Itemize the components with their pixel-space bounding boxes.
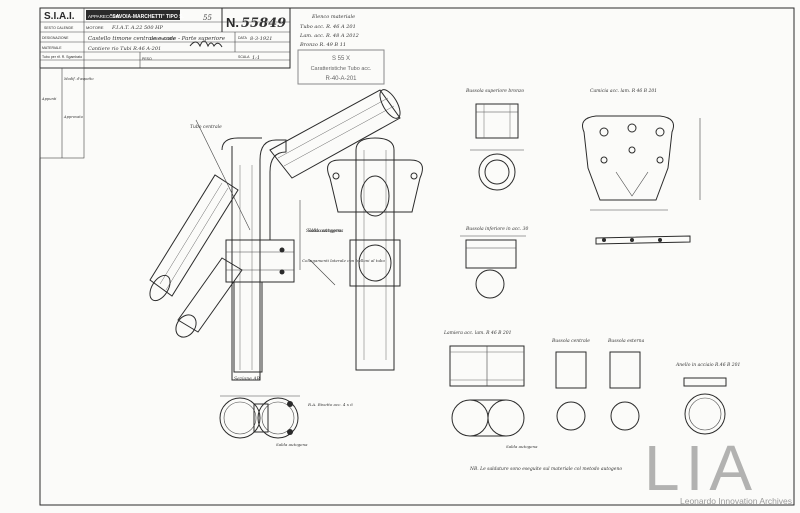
stamp-box: S 55 X Caratteristiche Tubo acc. R-40-A-… [297,49,385,85]
bussola-esterna-view [609,351,641,431]
section-ab-view [219,395,300,439]
label-saldatura-1: Salda autogena [306,228,342,234]
camicia-view [582,115,701,211]
bussola-inferiore-view [460,235,526,299]
bussola-superiore-view [470,103,524,191]
label-tubo-centrale: Tubo centrale [190,124,222,130]
drawing-number-label: N. [226,15,239,30]
label-bussola-esterna: Bussola esterna [607,338,645,344]
materials-line-2: Lam. acc. R. 48 A 2012 [299,33,359,39]
motore-label: MOTORE [86,25,104,30]
lamiera-view [449,345,525,437]
apparecchio-value: "SAVOIA-MARCHETTI" TIPO S. [110,14,184,20]
signature-drawing [189,40,223,48]
label-saldatura-4: Salda autogena [506,444,538,449]
bussola-centrale-view [555,351,587,431]
apparecchio-model: 55 [203,14,212,22]
watermark-caption: Leonardo Innovation Archives [680,496,792,506]
motore-value: F.I.A.T. A.22 500 HP [111,25,163,31]
scala-value: 1:1 [252,55,260,61]
side-note-2: Appunti [41,97,56,101]
peso-label: PESO [142,57,152,61]
label-saldatura-2: Salda autogena [308,228,344,234]
data-label: DATA [238,36,247,40]
label-bussola-superiore: Bussola superiore bronzo [465,88,524,94]
title-block: S.I.A.I. SESTO CALENDE APPARECCHIO "SAVO… [39,7,291,159]
label-saldatura-3: Salda autogena [276,442,308,447]
stamp-line-1: S 55 X [332,56,350,62]
company-name: S.I.A.I. [44,11,75,22]
designazione-value: Castello timone centrale e code - Parte … [88,36,226,42]
drawing-number: 55849 [241,16,286,31]
label-collegamento: Collegamenti laterale con bulloni al tub… [302,258,385,263]
apparecchio-box [86,10,180,20]
scala-label: SCALA [238,55,250,59]
side-view [327,137,423,371]
disegnatore-label: DISEGNATORE [150,37,176,41]
data-value: 8-3-1921 [250,36,272,42]
label-camicia: Camicia acc. lam. R 46 B 201 [590,88,657,94]
apparecchio-label: APPARECCHIO [88,14,121,19]
materials-title: Elenco materiale [311,14,355,20]
materiale-value: Cantiere rio Tubi R.46 A-201 [88,46,161,52]
designazione-label: DESIGNAZIONE [42,36,69,40]
stamp-line-2: Caratteristiche Tubo acc. [311,66,372,72]
side-note-1: Modif. d'aspetto [63,77,94,81]
materials-line-3: Bronzo R. 49 B 11 [299,42,346,48]
materials-note: Elenco materiale Tubo acc. R. 46 A 201 L… [299,14,359,48]
anello-view [683,377,727,435]
archive-watermark: LIA Leonardo Innovation Archives [644,432,792,506]
label-sezione: Sezione AB [234,376,261,382]
materiale-label: MATERIALE [42,46,62,50]
strap-view [595,235,691,245]
watermark-logo: LIA [644,432,758,504]
stamp-line-3: R-40-A-201 [325,76,357,82]
materials-line-1: Tubo acc. R. 46 A 201 [300,24,356,30]
drawing-frame [39,7,795,506]
label-lamiera: Lamiera acc. lam. R 46 B 201 [443,330,511,336]
label-anello: Anello in acciaio R.46 B 201 [675,362,740,368]
label-bussola-centrale: Bussola centrale [551,338,590,344]
label-rif: R.A. Rivetto acc. 4 x 6 [307,402,353,407]
bottom-note: NB. Le saldature sono eseguite sul mater… [469,466,622,472]
label-bussola-inferiore: Bussola inferiore in acc. 30 [465,226,529,232]
tubo-row: Tubo per rif. R. Sgambato [42,55,82,59]
side-note-3: Approvato [63,115,84,119]
main-assembly-view [149,89,401,381]
company-sub: SESTO CALENDE [44,26,74,30]
